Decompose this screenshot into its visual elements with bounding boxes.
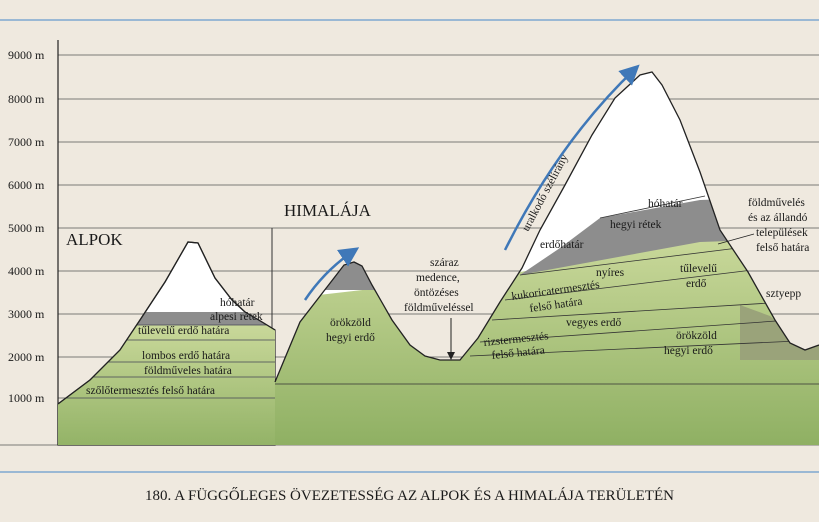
wind-arrow-right — [503, 64, 640, 251]
basin-label-2: medence, — [416, 272, 460, 284]
tick-9000: 9000 m — [8, 48, 45, 62]
tick-6000: 6000 m — [8, 178, 45, 192]
alps-snowline-label: hóhatár — [220, 297, 255, 309]
steppe-label: sztyepp — [766, 288, 801, 300]
alps-alpine-meadows-label: alpesi rétek — [210, 311, 263, 323]
himalaya-title: HIMALÁJA — [284, 201, 372, 220]
settlement-limit-label-3: települések — [756, 227, 808, 239]
settlement-limit-label-4: felső határa — [756, 242, 809, 254]
conifer-label-2: erdő — [686, 278, 707, 290]
basin-label-1: száraz — [430, 257, 459, 269]
himalaya-snowline-label: hóhatár — [648, 198, 683, 210]
settlement-limit-pointer — [717, 233, 755, 245]
tick-2000: 2000 m — [8, 350, 45, 364]
y-axis-ticks: 9000 m 8000 m 7000 m 6000 m 5000 m 4000 … — [8, 48, 45, 405]
alps-deciduous-limit-label: lombos erdő határa — [142, 350, 230, 362]
tick-1000: 1000 m — [8, 391, 45, 405]
figure-caption: 180. A FÜGGŐLEGES ÖVEZETESSÉG AZ ALPOK É… — [145, 488, 674, 504]
evergreen-left-label-1: örökzöld — [330, 317, 371, 329]
settlement-limit-label-1: földművelés — [748, 197, 805, 209]
himalaya-mountain — [274, 71, 819, 445]
evergreen-right-label-2: hegyi erdő — [664, 345, 713, 357]
tick-7000: 7000 m — [8, 135, 45, 149]
tick-4000: 4000 m — [8, 264, 45, 278]
alps-vine-limit-label: szőlőtermesztés felső határa — [86, 385, 215, 397]
rice-label-2: felső határa — [491, 344, 545, 362]
tick-3000: 3000 m — [8, 307, 45, 321]
basin-label-4: földműveléssel — [404, 302, 474, 314]
settlement-limit-label-2: és az állandó — [748, 212, 808, 224]
birch-label: nyíres — [596, 267, 625, 279]
mixed-forest-label: vegyes erdő — [566, 317, 621, 329]
treeline-label: erdőhatár — [540, 239, 584, 251]
tick-5000: 5000 m — [8, 221, 45, 235]
conifer-label-1: tűlevelű — [680, 263, 717, 275]
alps-farming-limit-label: földműveles határa — [144, 365, 232, 377]
wind-arrow-left — [303, 247, 360, 301]
mountain-meadows-label: hegyi rétek — [610, 219, 662, 231]
evergreen-left-label-2: hegyi erdő — [326, 332, 375, 344]
alps-mountain — [57, 241, 276, 446]
alps-title: ALPOK — [66, 230, 123, 249]
alps-conifer-limit-label: tűlevelű erdő határa — [138, 325, 229, 337]
basin-label-3: öntözéses — [414, 287, 459, 299]
evergreen-right-label-1: örökzöld — [676, 330, 717, 342]
tick-8000: 8000 m — [8, 92, 45, 106]
